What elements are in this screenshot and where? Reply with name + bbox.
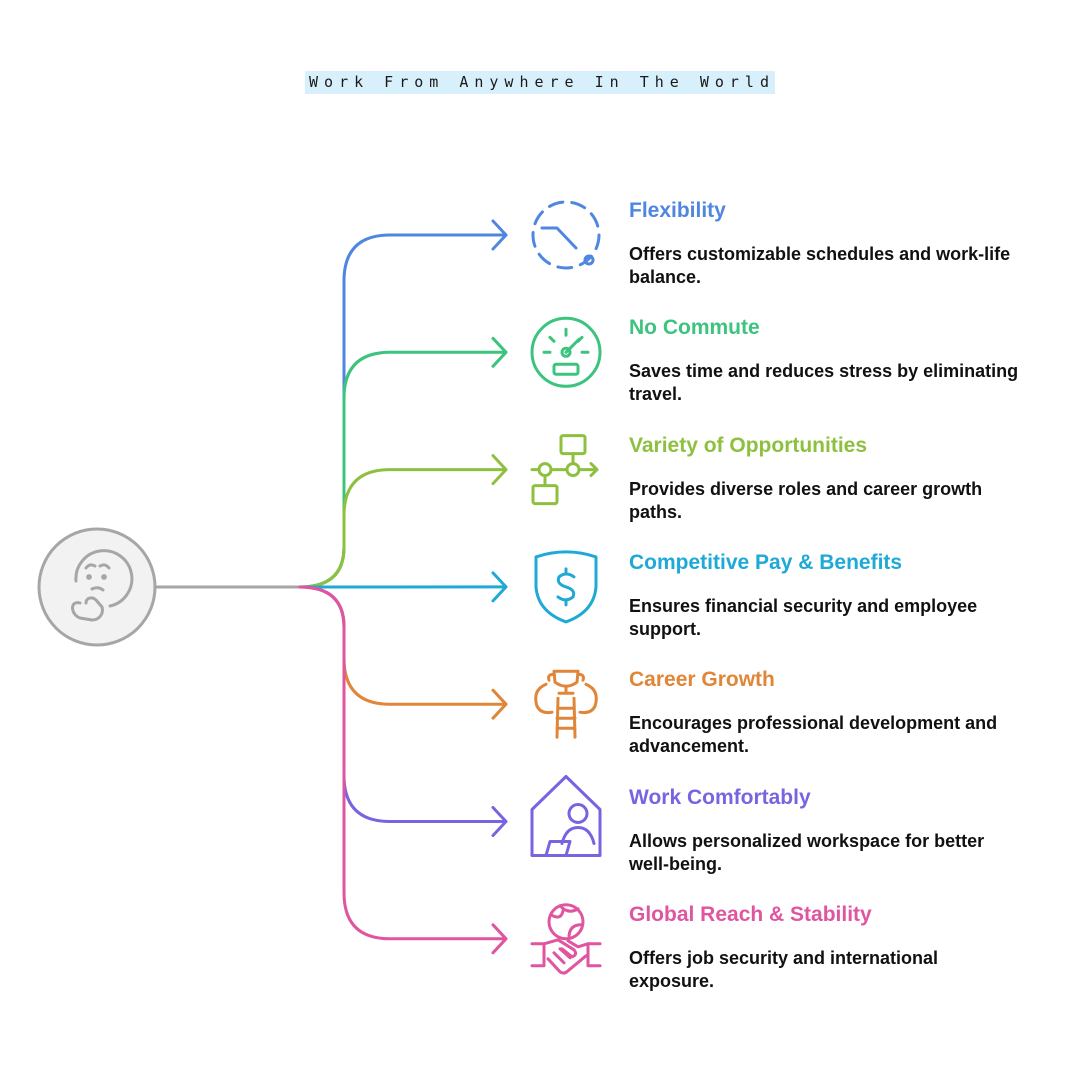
flowchart-icon — [530, 434, 599, 506]
item-description: Offers job security and international ex… — [629, 947, 939, 991]
connector-7 — [298, 585, 508, 941]
speedometer-icon — [530, 316, 602, 388]
item-title: Global Reach & Stability — [629, 902, 872, 926]
arrowhead-3 — [491, 454, 508, 486]
arrowhead-1 — [491, 219, 508, 251]
home-office-icon — [530, 775, 602, 857]
trophy-ladder-icon — [534, 669, 598, 739]
title-wrap: Work From Anywhere In The World — [0, 71, 1080, 94]
connector-3 — [298, 468, 508, 589]
icons — [530, 200, 602, 975]
item-title: No Commute — [629, 316, 760, 340]
globe-handshake-icon — [530, 903, 602, 975]
item-title: Career Growth — [629, 668, 775, 692]
item-description: Saves time and reduces stress by elimina… — [629, 361, 1019, 405]
item-description: Allows personalized workspace for better… — [629, 830, 985, 874]
shield-dollar-icon — [534, 550, 598, 624]
item-description: Encourages professional development and … — [629, 713, 998, 757]
center-node — [37, 527, 157, 647]
item-title: Flexibility — [629, 199, 726, 222]
connectors — [155, 219, 508, 955]
item-title: Competitive Pay & Benefits — [629, 550, 903, 574]
thinking-face-icon — [71, 549, 134, 622]
item-title: Work Comfortably — [629, 785, 811, 809]
item-description: Offers customizable schedules and work-l… — [629, 244, 1011, 287]
connector-1 — [298, 233, 508, 589]
connector-5 — [298, 585, 508, 706]
arrowhead-4 — [491, 571, 508, 603]
item-description: Ensures financial security and employee … — [629, 595, 978, 639]
arrowhead-5 — [491, 688, 508, 720]
item-title: Variety of Opportunities — [629, 433, 868, 457]
clock-icon — [531, 200, 601, 270]
arrowhead-2 — [491, 336, 508, 368]
item-description: Provides diverse roles and career growth… — [629, 478, 983, 522]
arrowhead-7 — [491, 923, 508, 955]
page-title: Work From Anywhere In The World — [305, 71, 775, 94]
arrowhead-6 — [491, 806, 508, 837]
